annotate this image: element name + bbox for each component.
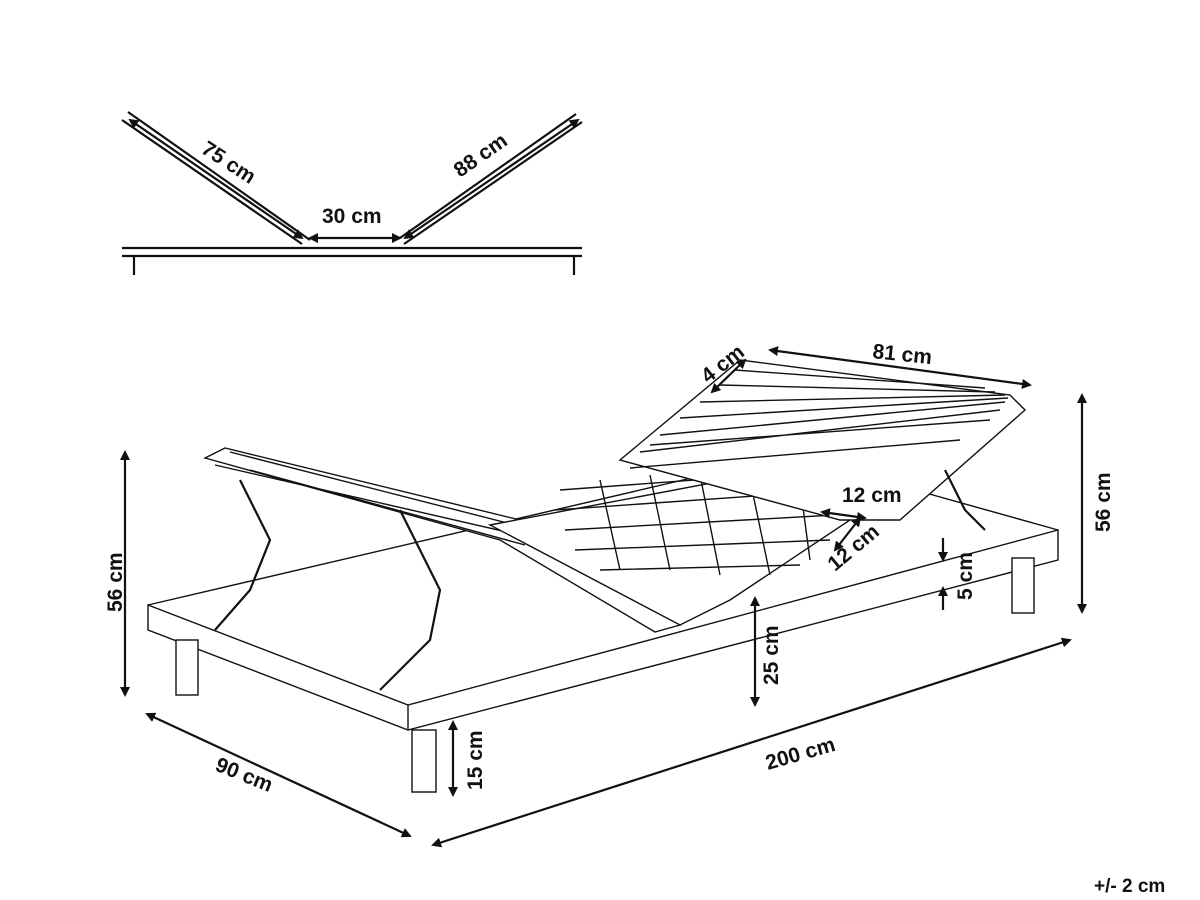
head-lift-arm (944, 469, 986, 531)
label-75cm: 75 cm (197, 137, 259, 189)
leg-back-left (175, 639, 199, 696)
label-25cm: 25 cm (760, 625, 783, 685)
label-5cm: 5 cm (954, 552, 977, 600)
tolerance-note: +/- 2 cm (1094, 876, 1165, 897)
bed-frame (147, 359, 1059, 793)
profile-view: 75 cm 88 cm 30 cm (121, 111, 583, 275)
dim-arrow-200 (431, 637, 1072, 848)
profile-base (122, 246, 582, 258)
label-15cm: 15 cm (464, 730, 487, 790)
dim-arrow-4 (710, 358, 747, 394)
bed-dimensions (120, 346, 1087, 848)
foot-slats (214, 451, 526, 546)
dim-arrow-12b (833, 516, 862, 552)
dim-arrow-81 (768, 346, 1032, 389)
foot-lift-arms (214, 479, 442, 691)
label-56cm-right: 56 cm (1092, 472, 1115, 532)
dim-arrow-75 (128, 118, 304, 240)
label-200cm: 200 cm (763, 733, 838, 775)
label-12cm-width: 12 cm (842, 484, 902, 507)
label-30cm: 30 cm (322, 205, 382, 228)
profile-legs (132, 256, 576, 275)
label-88cm: 88 cm (450, 129, 512, 182)
dim-arrow-90 (145, 712, 412, 838)
dim-arrow-88 (403, 118, 580, 240)
leg-right (1011, 557, 1035, 614)
label-56cm-left: 56 cm (104, 552, 127, 612)
leg-front (411, 729, 437, 793)
